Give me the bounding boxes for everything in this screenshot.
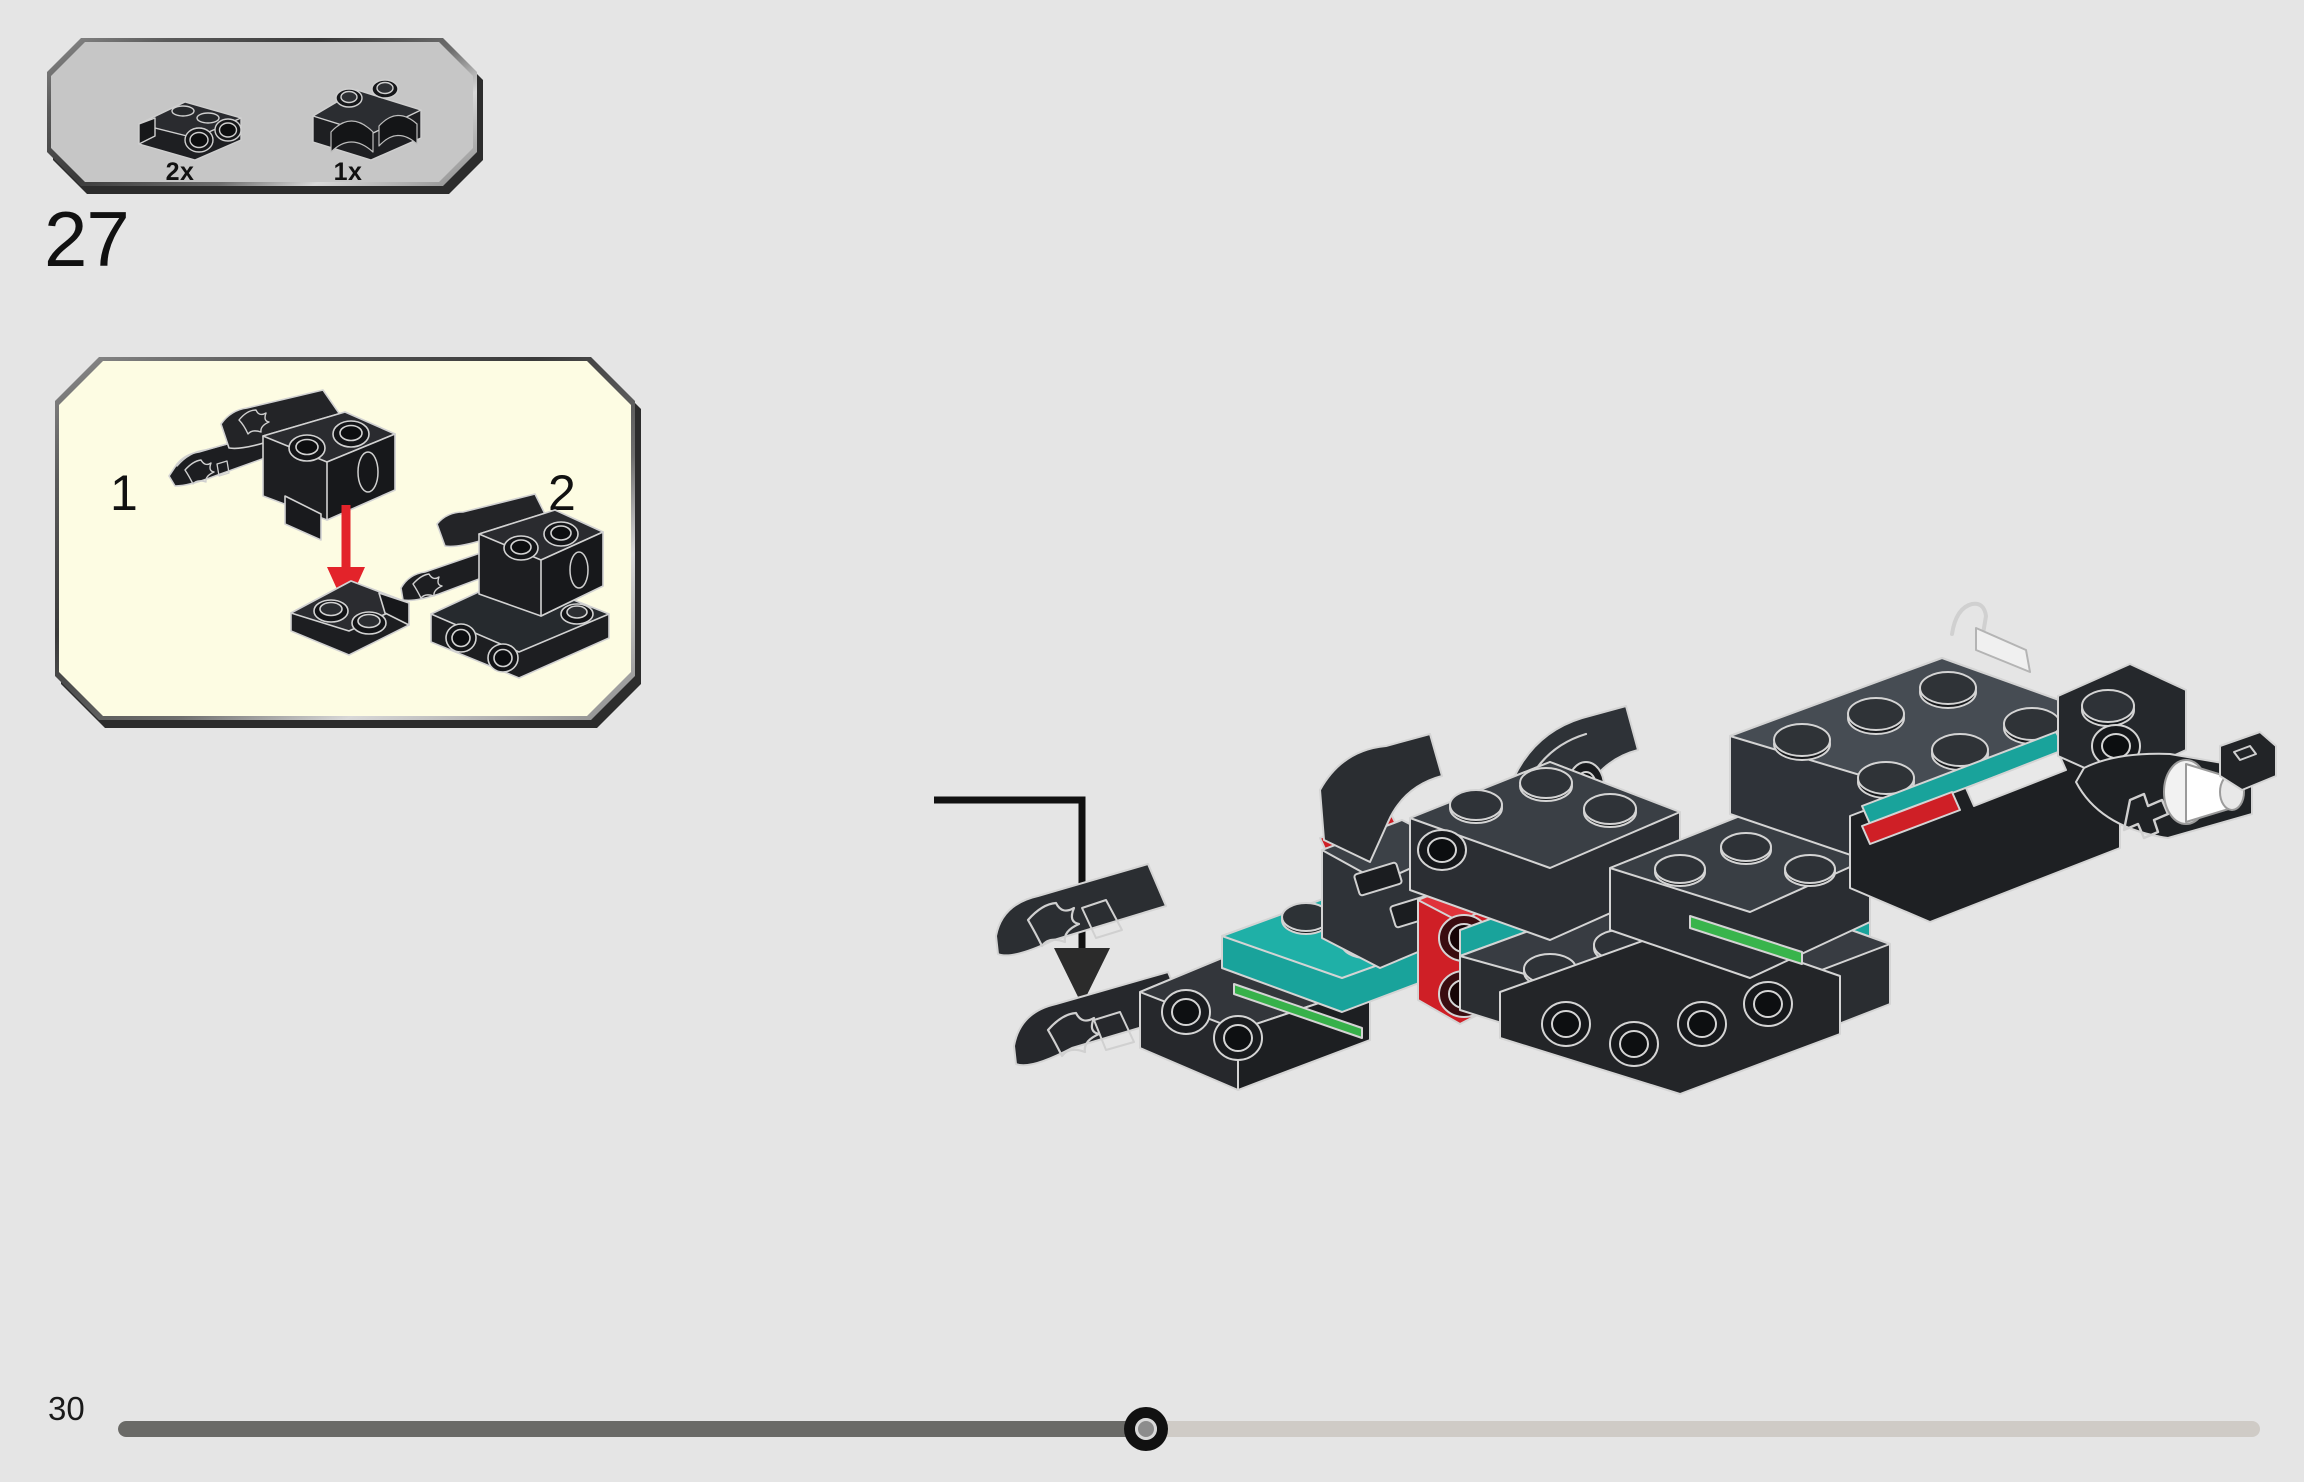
substep-2-illustration (395, 493, 655, 690)
progress-bar-track[interactable] (118, 1421, 2260, 1437)
substep-1-illustration (155, 389, 475, 680)
page-number: 30 (48, 1390, 85, 1427)
substep-label-2: 2 (548, 465, 576, 521)
part-1-quantity: 2x (165, 158, 195, 186)
progress-bar-knob[interactable] (1124, 1407, 1169, 1451)
progress-knob-inner (1135, 1418, 1158, 1440)
part-1-illustration (125, 78, 242, 161)
substep-1-target-plate (285, 555, 415, 665)
parts-callout-box: 2x (47, 38, 477, 186)
progress-bar-fill (118, 1421, 1147, 1437)
substep-label-1: 1 (110, 465, 138, 521)
part-item-1: 2x (115, 78, 245, 187)
step-number: 27 (44, 195, 130, 283)
part-item-2: 1x (273, 60, 423, 187)
part-2-illustration (293, 60, 422, 161)
part-2-quantity: 1x (333, 158, 363, 186)
main-model-illustration (990, 600, 2280, 1230)
